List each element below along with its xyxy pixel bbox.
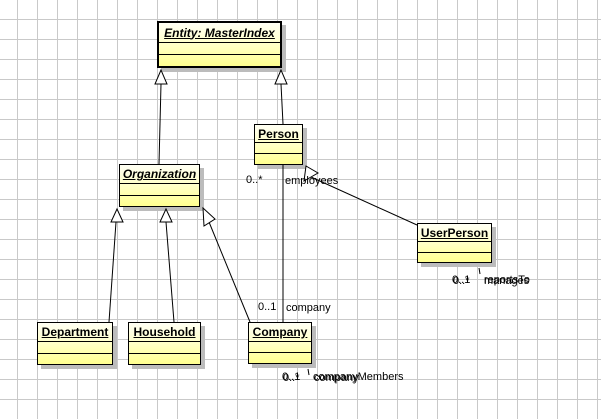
label-companymembers-multiplicity[interactable]: 0..1 <box>282 371 301 383</box>
class-attributes-compartment <box>255 142 302 153</box>
class-attributes-compartment <box>418 241 491 252</box>
label-reportsto-multiplicity-overlap[interactable]: 0..* <box>453 275 470 287</box>
class-household[interactable]: Household <box>128 322 201 365</box>
class-title-compartment: Department <box>38 323 112 341</box>
class-operations-compartment <box>38 353 112 364</box>
class-title-compartment: UserPerson <box>418 224 491 241</box>
generalization-company-organization[interactable] <box>208 221 251 323</box>
label-reportsto-multiplicity[interactable]: 0..1 <box>452 274 471 286</box>
class-name-text: Entity: MasterIndex <box>164 25 275 40</box>
class-entity-masterindex[interactable]: Entity: MasterIndex <box>157 21 282 68</box>
class-attributes-compartment <box>159 42 280 54</box>
class-person[interactable]: Person <box>254 124 303 165</box>
class-company[interactable]: Company <box>248 322 312 364</box>
association-stub-userperson[interactable] <box>478 267 481 275</box>
generalization-household-organization[interactable] <box>165 221 175 323</box>
generalization-person-entity[interactable] <box>280 83 284 125</box>
class-attributes-compartment <box>38 341 112 353</box>
generalization-person-entity-arrowhead[interactable] <box>274 68 288 85</box>
class-operations-compartment <box>249 352 311 363</box>
class-name-text: Department <box>41 325 109 339</box>
class-name-text: Household <box>133 325 196 339</box>
association-stub-company[interactable] <box>307 368 310 376</box>
label-employees-role[interactable]: employees <box>285 175 339 187</box>
class-attributes-compartment <box>249 341 311 352</box>
class-attributes-compartment <box>120 183 199 195</box>
label-company-multiplicity[interactable]: 0..1 <box>258 301 277 313</box>
generalization-company-organization-arrowhead[interactable] <box>202 206 216 227</box>
label-reportsto-role[interactable]: reportsTo <box>484 274 530 286</box>
class-operations-compartment <box>255 153 302 164</box>
label-companymembers-multiplicity-overlap[interactable]: 0..* <box>283 372 300 384</box>
class-operations-compartment <box>129 353 200 364</box>
class-name-text: Person <box>258 126 299 141</box>
generalization-organization-entity-arrowhead[interactable] <box>154 68 168 85</box>
class-attributes-compartment <box>129 341 200 353</box>
class-title-compartment: Person <box>255 125 302 142</box>
class-organization[interactable]: Organization <box>119 164 200 207</box>
label-employees-multiplicity[interactable]: 0..* <box>246 174 263 186</box>
generalization-organization-entity[interactable] <box>158 83 162 165</box>
class-operations-compartment <box>120 195 199 206</box>
label-company-role[interactable]: company <box>286 302 331 314</box>
generalization-household-organization-arrowhead[interactable] <box>159 207 173 223</box>
generalization-userperson-person-arrowhead[interactable] <box>303 165 319 182</box>
generalization-department-organization[interactable] <box>108 221 117 323</box>
class-title-compartment: Household <box>129 323 200 341</box>
class-name-text: Organization <box>122 167 197 181</box>
generalization-department-organization-arrowhead[interactable] <box>110 207 124 223</box>
label-companymembers-role-overlap[interactable]: company <box>314 372 359 384</box>
class-operations-compartment <box>418 252 491 262</box>
class-userperson[interactable]: UserPerson <box>417 223 492 263</box>
class-operations-compartment <box>159 54 280 66</box>
class-title-compartment: Entity: MasterIndex <box>159 23 280 42</box>
class-title-compartment: Organization <box>120 165 199 183</box>
label-companymembers-role[interactable]: companyMembers <box>313 371 404 383</box>
class-title-compartment: Company <box>249 323 311 341</box>
generalization-userperson-person[interactable] <box>310 176 418 226</box>
class-name-text: UserPerson <box>420 225 489 240</box>
class-name-text: Company <box>252 325 308 339</box>
label-manages-role[interactable]: manages <box>484 275 530 287</box>
class-department[interactable]: Department <box>37 322 113 365</box>
